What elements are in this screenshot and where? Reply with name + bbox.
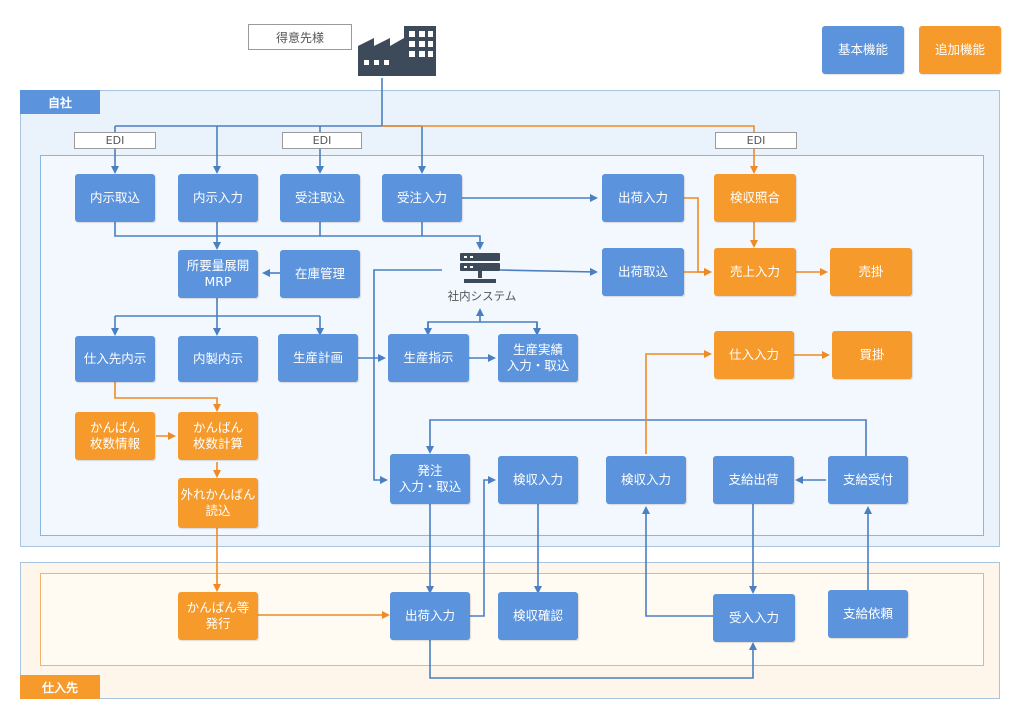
customer-label: 得意先様 — [248, 24, 352, 50]
edi-tag-3: EDI — [715, 132, 797, 149]
box-mrp[interactable]: 所要量展開 MRP — [178, 250, 258, 298]
box-naiji-torikomi[interactable]: 内示取込 — [75, 174, 155, 222]
box-kenshu-shogo[interactable]: 検収照合 — [714, 174, 796, 222]
box-kenshu-nyuryoku-b[interactable]: 検収入力 — [606, 456, 686, 504]
box-kenshu-kakunin[interactable]: 検収確認 — [498, 592, 578, 640]
box-shukka-torikomi[interactable]: 出荷取込 — [602, 248, 684, 296]
box-hacchu[interactable]: 発注 入力・取込 — [390, 454, 470, 504]
box-naiji-nyuryoku[interactable]: 内示入力 — [178, 174, 258, 222]
box-kanban-hakko[interactable]: かんばん等 発行 — [178, 592, 258, 640]
factory-icon — [358, 26, 436, 76]
server-icon — [460, 253, 500, 283]
box-naisei-naiji[interactable]: 内製内示 — [178, 336, 258, 382]
box-shikyu-shukka[interactable]: 支給出荷 — [713, 456, 794, 504]
box-kanban-info[interactable]: かんばん 枚数情報 — [75, 412, 155, 460]
edi-tag-1: EDI — [74, 132, 156, 149]
box-shiiresaki-naiji[interactable]: 仕入先内示 — [75, 336, 155, 382]
legend-basic: 基本機能 — [822, 26, 904, 74]
box-shikyu-irai[interactable]: 支給依頼 — [828, 590, 908, 638]
legend-additional: 追加機能 — [919, 26, 1001, 74]
box-shukka-nyuryoku[interactable]: 出荷入力 — [602, 174, 684, 222]
box-ukeire-nyuryoku[interactable]: 受入入力 — [713, 594, 795, 642]
box-shiire-nyuryoku[interactable]: 仕入入力 — [714, 331, 794, 379]
company-region-label: 自社 — [20, 90, 100, 114]
box-sup-shukka-nyuryoku[interactable]: 出荷入力 — [390, 592, 470, 640]
box-zaiko-kanri[interactable]: 在庫管理 — [280, 250, 360, 298]
system-label: 社内システム — [447, 289, 517, 303]
box-seisan-jisseki[interactable]: 生産実績 入力・取込 — [498, 334, 578, 382]
box-juchu-nyuryoku[interactable]: 受注入力 — [382, 174, 462, 222]
edi-tag-2: EDI — [282, 132, 362, 149]
box-uriage-nyuryoku[interactable]: 売上入力 — [714, 248, 796, 296]
box-kaikake[interactable]: 買掛 — [832, 331, 912, 379]
box-kenshu-nyuryoku-a[interactable]: 検収入力 — [498, 456, 578, 504]
box-juchu-torikomi[interactable]: 受注取込 — [280, 174, 360, 222]
box-shikyu-uketsuke[interactable]: 支給受付 — [828, 456, 908, 504]
box-kanban-calc[interactable]: かんばん 枚数計算 — [178, 412, 258, 460]
box-seisan-keikaku[interactable]: 生産計画 — [278, 334, 358, 382]
supplier-region-label: 仕入先 — [20, 675, 100, 699]
box-seisan-shiji[interactable]: 生産指示 — [388, 334, 469, 382]
box-urikake[interactable]: 売掛 — [830, 248, 912, 296]
box-hazure-kanban[interactable]: 外れかんばん 読込 — [178, 478, 258, 528]
